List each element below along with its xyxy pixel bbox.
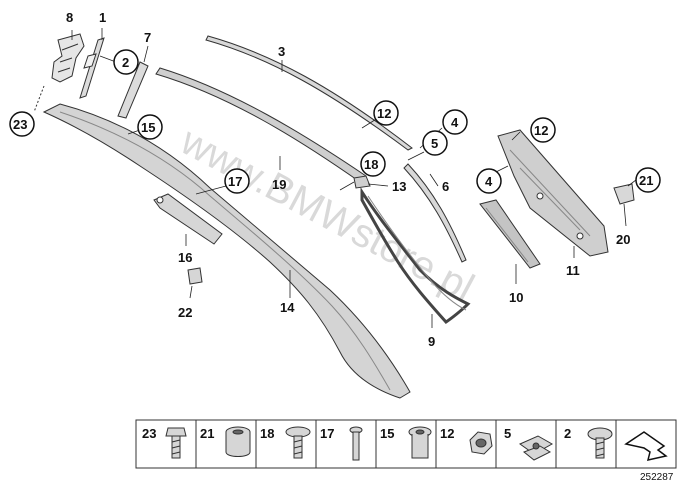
strip-cell-17: 17 xyxy=(320,426,363,461)
strip-cell-21: 21 xyxy=(200,426,251,457)
sleeve-nut-icon xyxy=(225,426,251,457)
callout-2: 2 xyxy=(113,49,139,75)
strip-cell-2: 2 xyxy=(564,426,613,459)
part-8-bracket xyxy=(51,33,85,83)
oval-head-screw-icon xyxy=(285,426,311,459)
svg-text:11: 11 xyxy=(566,263,580,278)
clip-nut-icon xyxy=(518,435,554,461)
svg-text:1: 1 xyxy=(99,10,106,25)
drawing-number: 252287 xyxy=(640,472,674,483)
part-11-bracket xyxy=(497,129,609,257)
callout-9: 9 xyxy=(428,334,435,349)
svg-text:5: 5 xyxy=(431,136,438,151)
arrow-icon xyxy=(624,431,668,461)
strip-cell-15: 15 xyxy=(380,426,432,459)
strip-cell-5: 5 xyxy=(504,426,554,461)
callout-3: 3 xyxy=(278,44,285,59)
svg-text:5: 5 xyxy=(504,426,511,441)
callout-15: 15 xyxy=(137,114,163,140)
strip-cell-23: 23 xyxy=(142,426,187,459)
bolt-icon xyxy=(349,426,363,461)
callout-labels: 8 1 7 2 3 23 15 12 4 xyxy=(9,10,661,349)
svg-text:21: 21 xyxy=(200,426,214,441)
svg-text:23: 23 xyxy=(142,426,156,441)
svg-text:6: 6 xyxy=(442,179,449,194)
sleeve-icon xyxy=(408,426,432,459)
callout-12-top: 12 xyxy=(373,100,399,126)
svg-text:22: 22 xyxy=(178,305,192,320)
callout-7: 7 xyxy=(144,30,151,45)
part-3-strip xyxy=(205,35,413,151)
callout-10: 10 xyxy=(509,290,523,305)
fillister-screw-icon xyxy=(587,427,613,459)
part-14-main-trim xyxy=(42,103,411,399)
callout-1: 1 xyxy=(99,10,106,25)
strip-cell-12: 12 xyxy=(440,426,493,455)
part-6-strip xyxy=(403,163,467,263)
part-7-strip xyxy=(117,61,149,119)
fastener-strip: 23 21 18 17 xyxy=(135,419,677,469)
svg-text:15: 15 xyxy=(141,120,155,135)
part-9-seal xyxy=(360,186,471,324)
svg-text:7: 7 xyxy=(144,30,151,45)
callout-18: 18 xyxy=(360,151,386,177)
callout-13: 13 xyxy=(392,179,406,194)
svg-text:14: 14 xyxy=(280,300,295,315)
callout-16: 16 xyxy=(178,250,192,265)
strip-cell-18: 18 xyxy=(260,426,311,459)
part-16-bracket xyxy=(153,193,223,245)
callout-11: 11 xyxy=(566,263,580,278)
part-10-glass xyxy=(479,199,541,269)
svg-text:23: 23 xyxy=(13,117,27,132)
callout-21: 21 xyxy=(635,167,661,193)
svg-text:12: 12 xyxy=(534,123,548,138)
callout-20: 20 xyxy=(616,232,630,247)
svg-text:20: 20 xyxy=(616,232,630,247)
svg-text:12: 12 xyxy=(440,426,454,441)
svg-text:4: 4 xyxy=(451,115,459,130)
screw-icon xyxy=(165,427,187,459)
callout-8: 8 xyxy=(66,10,73,25)
svg-text:13: 13 xyxy=(392,179,406,194)
svg-text:2: 2 xyxy=(122,55,129,70)
svg-text:15: 15 xyxy=(380,426,394,441)
svg-text:16: 16 xyxy=(178,250,192,265)
part-22-clip xyxy=(187,267,203,285)
callout-5: 5 xyxy=(422,130,448,156)
callout-4-right: 4 xyxy=(476,168,502,194)
svg-text:21: 21 xyxy=(639,173,653,188)
svg-text:19: 19 xyxy=(272,177,286,192)
part-20-bracket xyxy=(613,183,635,205)
callout-6: 6 xyxy=(442,179,449,194)
part-drawings xyxy=(33,33,635,399)
callout-17: 17 xyxy=(224,168,250,194)
svg-text:17: 17 xyxy=(228,174,242,189)
callout-23: 23 xyxy=(9,111,35,137)
callout-14: 14 xyxy=(280,300,295,315)
part-13-clip xyxy=(353,175,371,189)
callout-12-right: 12 xyxy=(530,117,556,143)
part-23-leader xyxy=(33,85,45,113)
svg-text:4: 4 xyxy=(485,174,493,189)
svg-text:8: 8 xyxy=(66,10,73,25)
strip-cell-arrow xyxy=(624,431,668,461)
svg-text:9: 9 xyxy=(428,334,435,349)
callout-4-top: 4 xyxy=(442,109,468,135)
hex-nut-icon xyxy=(469,431,493,455)
svg-text:10: 10 xyxy=(509,290,523,305)
svg-text:2: 2 xyxy=(564,426,571,441)
svg-text:18: 18 xyxy=(364,157,378,172)
svg-text:3: 3 xyxy=(278,44,285,59)
callout-22: 22 xyxy=(178,305,192,320)
callout-19: 19 xyxy=(272,177,286,192)
svg-text:17: 17 xyxy=(320,426,334,441)
svg-text:18: 18 xyxy=(260,426,274,441)
svg-text:12: 12 xyxy=(377,106,391,121)
